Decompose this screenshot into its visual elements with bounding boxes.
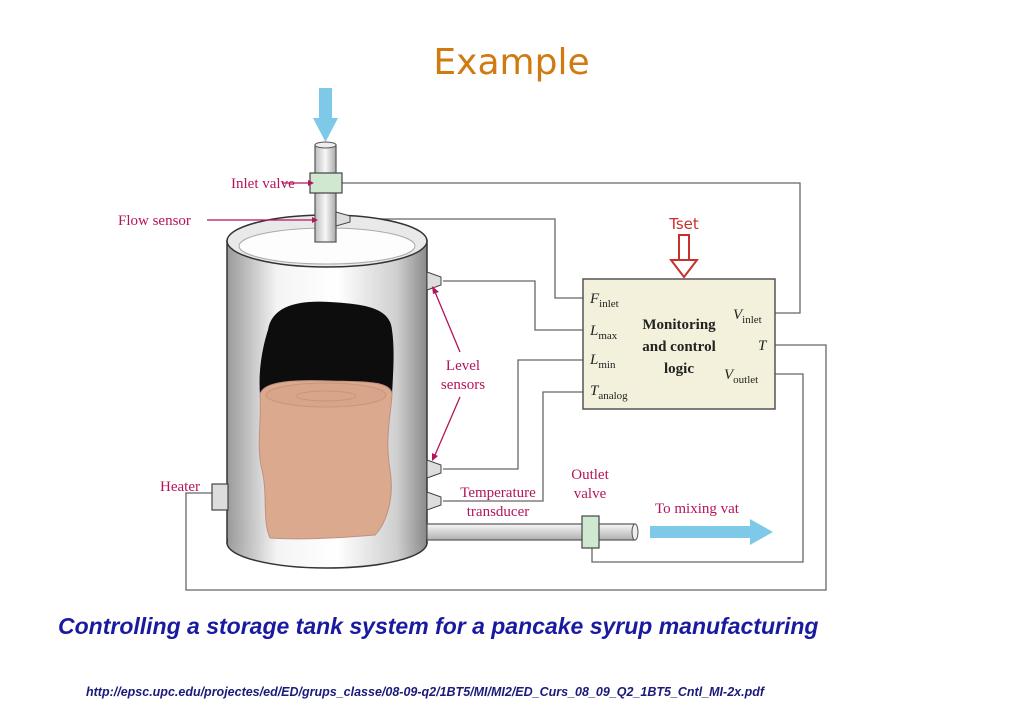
to-mixing-vat-label: To mixing vat bbox=[655, 501, 740, 517]
controller-outputs: Vinlet T Voutlet bbox=[724, 307, 768, 386]
controller-title-line3: logic bbox=[664, 361, 694, 377]
tset-label: Tset bbox=[668, 215, 699, 233]
flow-sensor-label: Flow sensor bbox=[118, 213, 191, 229]
input-l-min: Lmin bbox=[589, 352, 616, 371]
level-sensors-label-2: sensors bbox=[441, 377, 485, 393]
figure-caption: Controlling a storage tank system for a … bbox=[58, 613, 819, 639]
inlet-flow-arrow bbox=[313, 88, 338, 142]
controller-title: Monitoring and control logic bbox=[642, 317, 716, 377]
output-v-inlet: Vinlet bbox=[733, 307, 762, 326]
slide-title: Example bbox=[433, 42, 590, 83]
temperature-transducer-label-1: Temperature bbox=[460, 485, 536, 501]
level-sensors-label-1: Level bbox=[446, 358, 480, 374]
input-f-inlet: Finlet bbox=[589, 291, 619, 310]
tank-cutaway bbox=[258, 301, 394, 540]
heater-label: Heater bbox=[160, 479, 200, 495]
level-sensor-high bbox=[426, 271, 442, 291]
input-l-max: Lmax bbox=[589, 323, 618, 342]
signal-wires bbox=[185, 182, 827, 591]
inlet-valve bbox=[309, 172, 343, 194]
output-t: T bbox=[758, 338, 768, 354]
source-url[interactable]: http://epsc.upc.edu/projectes/ed/ED/grup… bbox=[86, 685, 765, 699]
heater bbox=[211, 483, 229, 511]
inlet-valve-label: Inlet valve bbox=[231, 176, 295, 192]
mixing-vat-arrow bbox=[650, 519, 773, 545]
flow-sensor bbox=[335, 211, 351, 227]
outlet-valve-label-1: Outlet bbox=[571, 467, 609, 483]
temperature-transducer-label-2: transducer bbox=[467, 504, 529, 520]
outlet-pipe bbox=[426, 523, 639, 541]
controller-title-line1: Monitoring bbox=[642, 317, 716, 333]
outlet-valve-label-2: valve bbox=[574, 486, 607, 502]
temperature-transducer bbox=[426, 491, 442, 511]
label-arrows bbox=[207, 180, 461, 461]
controller-inputs: Finlet Lmax Lmin Tanalog bbox=[589, 291, 628, 402]
output-v-outlet: Voutlet bbox=[724, 367, 758, 386]
level-sensor-low bbox=[426, 459, 442, 479]
input-t-analog: Tanalog bbox=[590, 383, 628, 402]
outlet-valve bbox=[581, 515, 600, 549]
controller-title-line2: and control bbox=[642, 339, 715, 355]
controller-box bbox=[582, 278, 776, 410]
tset-arrow bbox=[668, 234, 700, 279]
